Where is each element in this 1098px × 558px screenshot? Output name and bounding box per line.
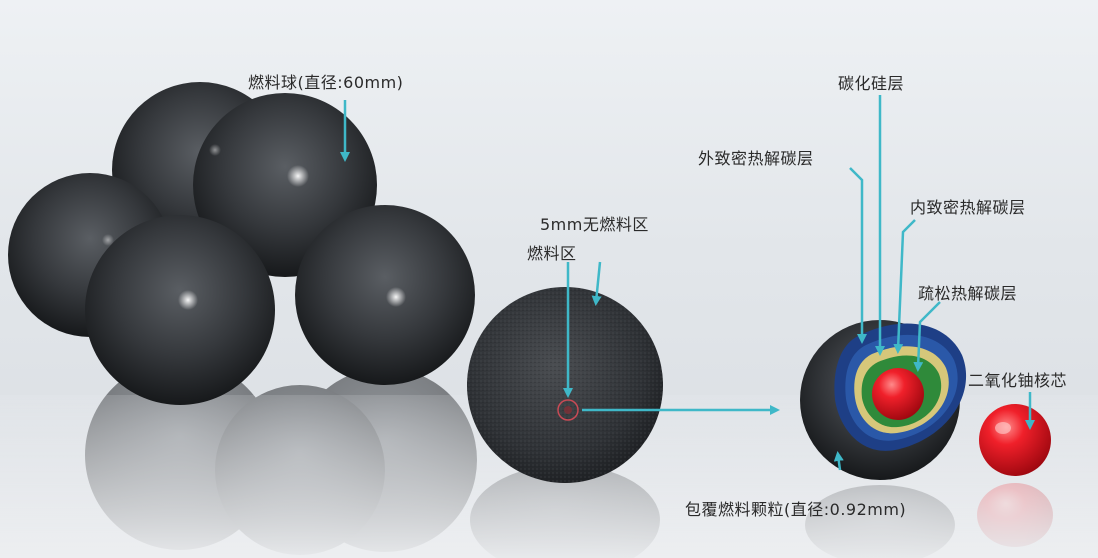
textured-fuel-ball: [467, 287, 663, 483]
label-fuel-zone: 燃料区: [527, 244, 577, 263]
coated-particle: [800, 320, 967, 480]
label-fuel-ball: 燃料球(直径:60mm): [248, 73, 404, 92]
arrow-fuel-free-zone: [591, 261, 602, 306]
label-silicon-carbide: 碳化硅层: [838, 74, 905, 93]
arrow-outer-pyc: [849, 167, 867, 344]
label-coated-particle: 包覆燃料颗粒(直径:0.92mm): [685, 500, 907, 519]
callout-arrows: [340, 95, 1035, 471]
uo2-kernel: [979, 404, 1051, 476]
label-outer-pyc: 外致密热解碳层: [698, 149, 814, 168]
label-buffer-pyc: 疏松热解碳层: [918, 284, 1018, 303]
arrow-buffer-pyc: [913, 301, 941, 372]
arrow-coated-particle: [833, 451, 844, 471]
fuel-ball-pile: [8, 82, 475, 405]
arrow-inner-pyc: [893, 219, 916, 354]
label-inner-pyc: 内致密热解碳层: [910, 198, 1026, 217]
label-uo2-kernel: 二氧化铀核芯: [968, 371, 1068, 390]
label-fuel-free-zone: 5mm无燃料区: [540, 215, 649, 234]
